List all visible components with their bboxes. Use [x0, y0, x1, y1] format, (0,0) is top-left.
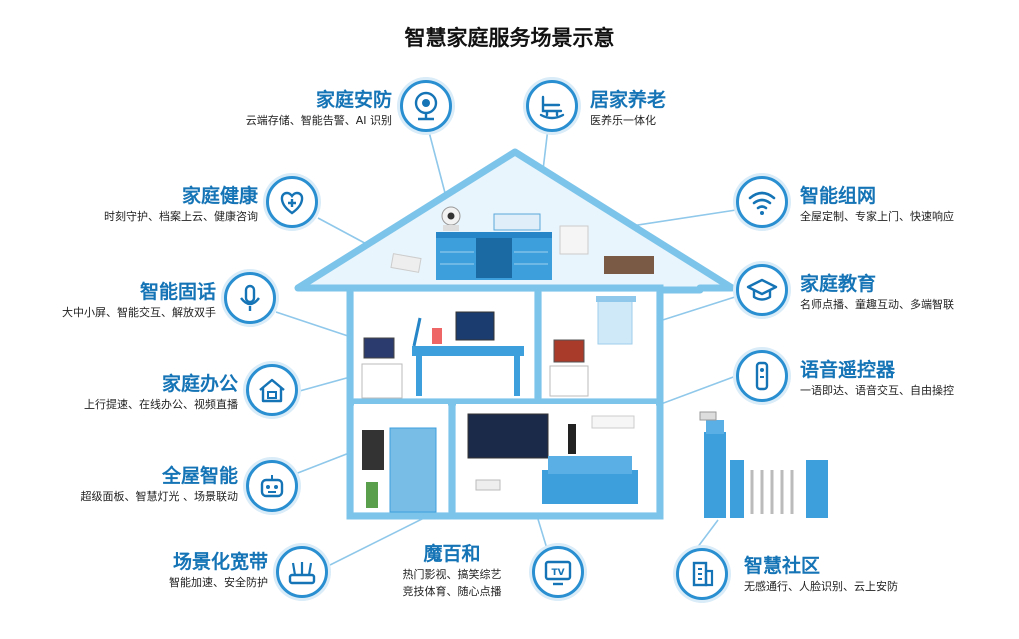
feature-desc: 时刻守护、档案上云、健康咨询: [104, 210, 258, 223]
feature-desc: 超级面板、智慧灯光 、场景联动: [80, 490, 239, 503]
camera-icon: [400, 80, 452, 132]
page-title: 智慧家庭服务场景示意: [404, 25, 615, 50]
feature-desc: 医养乐一体化: [590, 114, 656, 127]
feature-title: 家庭健康: [181, 185, 258, 207]
router-icon: [276, 546, 328, 598]
microphone-icon: [224, 272, 276, 324]
feature-desc: 上行提速、在线办公、视频直播: [84, 398, 238, 411]
feature-title: 家庭安防: [315, 89, 392, 111]
feature-smart-landline: 智能固话 大中小屏、智能交互、解放双手: [18, 280, 216, 321]
feature-desc: 热门影视、搞笑综艺: [402, 568, 502, 581]
feature-desc: 名师点播、童趣互动、多端智联: [800, 298, 954, 311]
feature-desc: 大中小屏、智能交互、解放双手: [62, 306, 216, 319]
feature-home-education: 家庭教育 名师点播、童趣互动、多端智联: [800, 272, 1000, 313]
feature-desc: 一语即达、语音交互、自由操控: [800, 384, 954, 397]
heart-plus-icon: [266, 176, 318, 228]
hallway-furniture: [362, 427, 437, 513]
tv-icon-label: TV: [551, 568, 564, 578]
feature-title: 魔百和: [423, 543, 481, 565]
feature-home-security: 家庭安防 云端存储、智能告警、AI 识别: [196, 88, 392, 129]
robot-icon: [246, 460, 298, 512]
graduation-cap-icon: [736, 264, 788, 316]
feature-title: 场景化宽带: [172, 551, 268, 573]
feature-home-office: 家庭办公 上行提速、在线办公、视频直播: [40, 372, 238, 413]
feature-scene-broadband: 场景化宽带 智能加速、安全防护: [70, 550, 268, 591]
feature-title: 家庭办公: [161, 373, 238, 395]
tv-icon: TV: [532, 546, 584, 598]
home-icon: [246, 364, 298, 416]
feature-title: 智能固话: [139, 281, 216, 303]
feature-desc: 无感通行、人脸识别、云上安防: [744, 580, 898, 593]
remote-control-icon: [736, 350, 788, 402]
feature-smart-network: 智能组网 全屋定制、专家上门、快速响应: [800, 184, 1000, 225]
feature-smart-community: 智慧社区 无感通行、人脸识别、云上安防: [744, 554, 944, 595]
kitchen-counter: [436, 213, 552, 280]
feature-voice-remote: 语音遥控器 一语即达、语音交互、自由操控: [800, 358, 1000, 399]
feature-title: 语音遥控器: [800, 359, 896, 381]
rocking-chair-icon: [526, 80, 578, 132]
feature-title: 全屋智能: [161, 465, 238, 487]
feature-desc: 智能加速、安全防护: [169, 576, 268, 589]
feature-home-health: 家庭健康 时刻守护、档案上云、健康咨询: [50, 184, 258, 225]
feature-title: 居家养老: [590, 89, 667, 111]
feature-mobaihe: 魔百和 热门影视、搞笑综艺 竞技体育、随心点播: [380, 542, 524, 600]
feature-elderly-care: 居家养老 医养乐一体化: [590, 88, 770, 129]
kids-room-furniture: [549, 296, 636, 397]
feature-desc: 云端存储、智能告警、AI 识别: [245, 114, 392, 127]
wifi-icon: [736, 176, 788, 228]
building-icon: [676, 548, 728, 600]
security-camera: [441, 206, 461, 231]
office-furniture: [361, 311, 524, 399]
feature-title: 家庭教育: [800, 273, 877, 295]
feature-desc: 全屋定制、专家上门、快速响应: [800, 210, 954, 223]
feature-title: 智慧社区: [744, 555, 821, 577]
feature-title: 智能组网: [800, 185, 877, 207]
living-room-furniture: [467, 413, 638, 504]
feature-desc-2: 竞技体育、随心点播: [402, 585, 502, 598]
feature-whole-house: 全屋智能 超级面板、智慧灯光 、场景联动: [40, 464, 239, 505]
community-gate: [699, 411, 828, 518]
